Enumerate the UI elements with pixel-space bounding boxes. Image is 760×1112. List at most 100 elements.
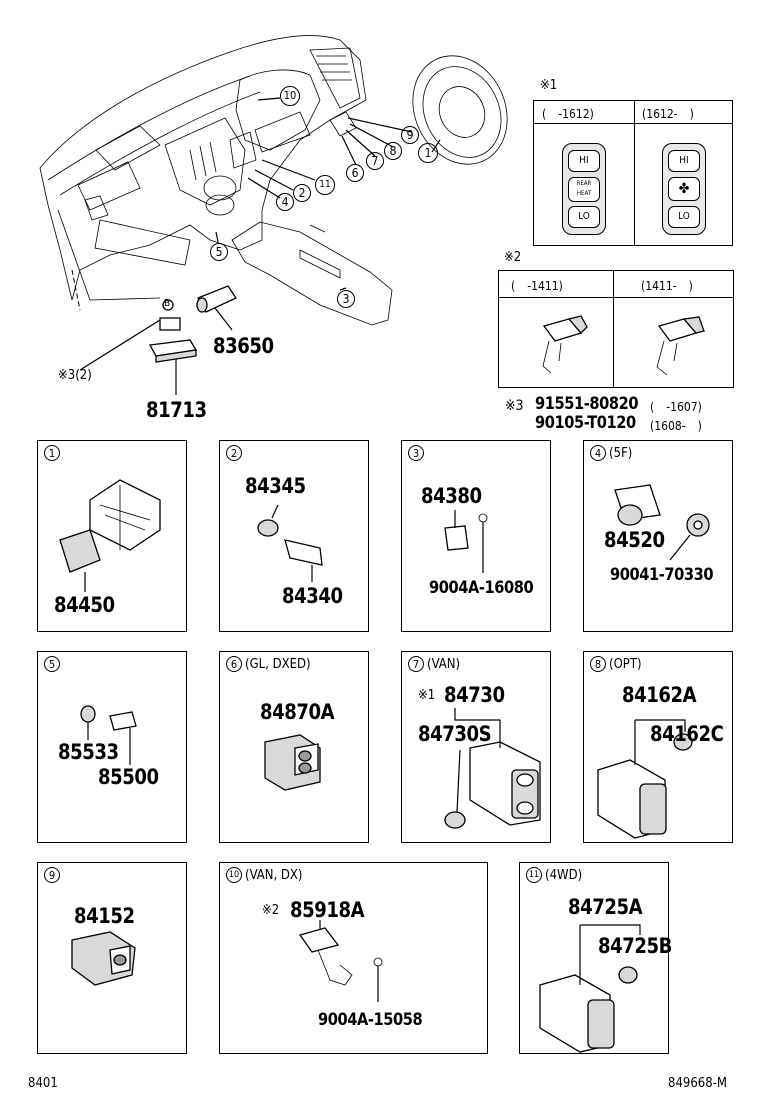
part-83650-illustration [196,285,237,313]
bolt-letter: B [164,298,171,309]
box-10-tag: (VAN, DX) [245,867,303,883]
callout-2: 2 [293,182,311,202]
switch-a-lo: LO [568,206,600,228]
detail-box-6: 6(GL, DXED) [219,651,369,843]
part-84730: 84730 [444,683,505,707]
box-10-number: 10 [226,867,242,883]
note3-range-1: ( -1607) [650,400,702,414]
box-6-number: 6 [226,656,242,672]
note1-table: ( -1612) (1612- ) HI REAR HEAT LO HI ✤ L… [533,100,733,246]
switch-b-lo: LO [668,206,700,228]
box1-illustration [59,479,161,592]
overview-leader-lines [79,97,441,395]
box-7-number: 7 [408,656,424,672]
box-11-tag: (4WD) [545,867,583,883]
part-84340: 84340 [282,584,343,608]
part-9004A-15058: 9004A-15058 [318,1010,423,1030]
callout-11: 11 [315,172,335,195]
box-2-number: 2 [226,445,242,461]
box-1-number: 1 [44,445,60,461]
detail-box-11: 11(4WD) [519,862,669,1054]
part-84380: 84380 [421,484,482,508]
part-84152: 84152 [74,904,135,928]
callout-8: 8 [384,140,402,160]
part-85918A: 85918A [290,898,365,922]
detail-box-1: 1 [37,440,187,632]
note3-part-1: 91551-80820 [535,394,639,414]
part-84520: 84520 [604,528,665,552]
detail-box-3: 3 [401,440,551,632]
dashboard-illustration [39,35,393,326]
box-8-number: 8 [590,656,606,672]
box2-illustration [257,504,323,582]
part-84725B: 84725B [598,934,673,958]
detail-box-8: 8(OPT) [583,651,733,843]
callout-10: 10 [280,84,300,106]
note2-col-b: (1411- ) [641,279,693,293]
box-5-number: 5 [44,656,60,672]
note2-table: ( -1411) (1411- ) [498,270,734,388]
box4-illustration [614,484,710,561]
note2-relays [542,315,705,376]
box-3-number: 3 [408,445,424,461]
note1-label: ※1 [540,78,558,93]
part-84345: 84345 [245,474,306,498]
box10-illustration [298,920,383,1002]
box-7-note: ※1 [418,688,436,703]
part-85533: 85533 [58,740,119,764]
box-10-note: ※2 [262,903,280,918]
part-83650: 83650 [213,334,274,358]
part-84162A: 84162A [622,683,697,707]
box5-illustration [80,705,137,765]
switch-b-illustration: HI ✤ LO [662,143,706,235]
footer-right-code: 849668-M [668,1076,727,1091]
part-85500: 85500 [98,765,159,789]
detail-box-2: 2 [219,440,369,632]
part-81713: 81713 [146,398,207,422]
part-84870A: 84870A [260,700,335,724]
detail-box-7: 7(VAN) [401,651,551,843]
note2-label: ※2 [504,250,522,265]
box6-illustration [264,734,321,791]
detail-box-5: 5 [37,651,187,843]
box-9-number: 9 [44,867,60,883]
detail-box-4: 4(5F) [583,440,733,632]
note1-col-b: (1612- ) [642,107,694,121]
part-84162C: 84162C [650,722,724,746]
switch-a-rear-heat: REAR HEAT [568,177,600,202]
box11-illustration [539,924,641,1053]
part-84450: 84450 [54,593,115,617]
note2-col-a: ( -1411) [511,279,563,293]
part-9004A-16080: 9004A-16080 [429,578,534,598]
note3-part-2: 90105-T0120 [535,413,636,433]
box7-illustration [444,708,541,829]
switch-a-hi: HI [568,150,600,172]
part-84725A: 84725A [568,895,643,919]
footer-left-code: 8401 [28,1076,58,1091]
callout-9: 9 [401,124,419,144]
callout-4: 4 [276,191,294,211]
callout-6: 6 [346,162,364,182]
steering-wheel-illustration [412,55,508,165]
box3-illustration [444,510,488,573]
callout-1: 1 [418,142,438,163]
box-7-tag: (VAN) [427,656,461,672]
switch-a-illustration: HI REAR HEAT LO [562,143,606,235]
box-8-tag: (OPT) [609,656,642,672]
box8-illustration [597,719,693,839]
note3-range-2: (1608- ) [650,419,702,433]
box-6-tag: (GL, DXED) [245,656,311,672]
box-11-number: 11 [526,867,542,883]
part-81713-illustration [148,299,198,363]
note1-col-a: ( -1612) [542,107,594,121]
box-4-number: 4 [590,445,606,461]
fan-icon: ✤ [668,177,700,201]
detail-box-10: 10(VAN, DX) [219,862,488,1054]
note3-reference: ※3(2) [58,368,92,383]
detail-box-9: 9 [37,862,187,1054]
callout-3: 3 [337,288,355,308]
box-4-tag: (5F) [609,445,633,461]
note3-label: ※3 [505,398,524,414]
box9-illustration [71,931,136,986]
